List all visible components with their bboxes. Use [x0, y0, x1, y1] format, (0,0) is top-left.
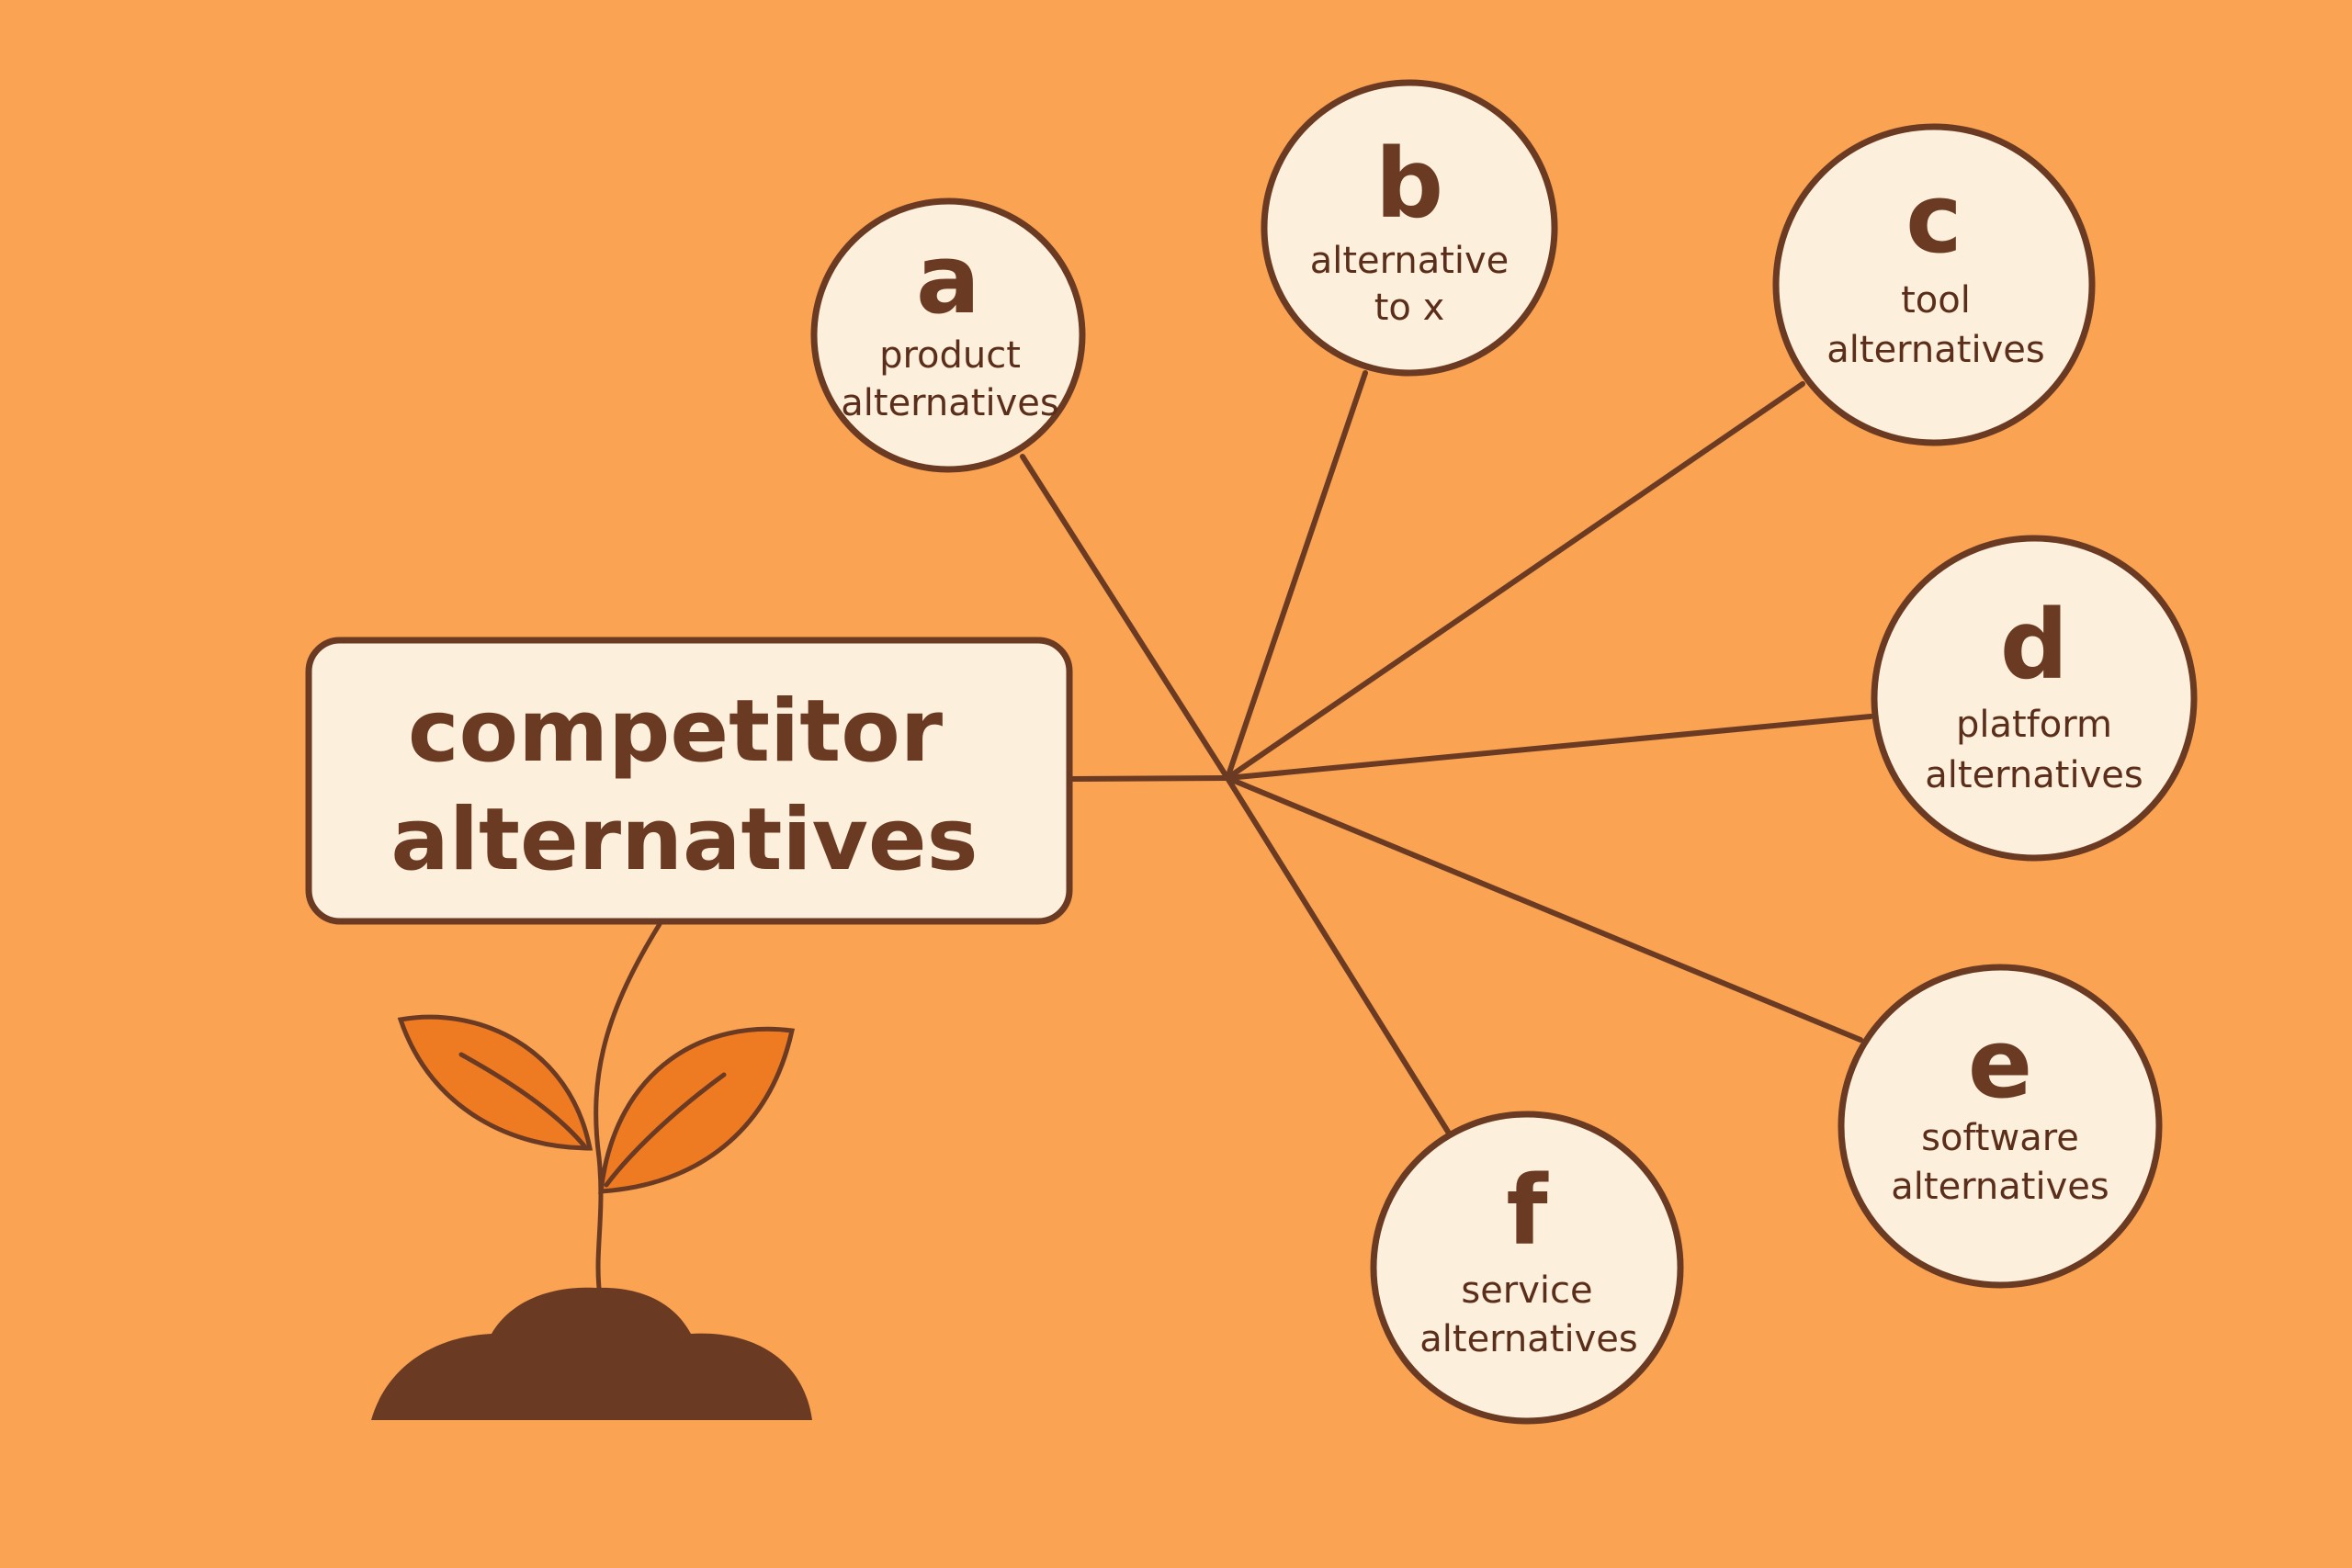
node-b-circle: [1261, 79, 1558, 377]
connector-a: [1020, 454, 1230, 781]
connector-d: [1225, 714, 1873, 781]
central-topic-line2: alternatives: [390, 790, 978, 890]
connector-f: [1225, 775, 1451, 1134]
node-c-label-line2: alternatives: [1826, 329, 2044, 371]
node-a-label-line2: alternatives: [841, 382, 1058, 424]
node-f[interactable]: f service alternatives: [1370, 1111, 1684, 1425]
soil-mound: [371, 1287, 812, 1420]
right-leaf: [598, 1026, 796, 1194]
connector-c: [1225, 381, 1805, 781]
node-b-label-line1: alternative: [1310, 240, 1510, 282]
connector-b: [1225, 370, 1368, 781]
left-leaf-vein: [458, 1052, 589, 1151]
node-c-letter: c: [1905, 163, 1962, 275]
node-f-label-line1: service: [1461, 1269, 1592, 1312]
node-a[interactable]: a product alternatives: [810, 197, 1086, 473]
node-d-letter: d: [2000, 589, 2068, 701]
node-b-letter: b: [1375, 128, 1443, 240]
node-b-label-line2: to x: [1374, 287, 1445, 329]
node-e-circle: [1838, 964, 2163, 1289]
node-f-label-line2: alternatives: [1419, 1318, 1637, 1360]
node-f-circle: [1370, 1111, 1684, 1425]
node-e-label-line2: alternatives: [1891, 1166, 2109, 1208]
left-leaf: [397, 1014, 594, 1151]
sprout-icon: [371, 921, 812, 1420]
node-c-label-line1: tool: [1901, 279, 1971, 321]
central-topic[interactable]: competitor alternatives: [305, 637, 1073, 925]
node-a-circle: [810, 197, 1086, 473]
connectors: [1020, 370, 1873, 1134]
node-a-label-line1: product: [879, 334, 1021, 377]
right-leaf-vein: [604, 1072, 727, 1188]
connector-central: [1070, 775, 1230, 782]
connector-e: [1225, 775, 1863, 1043]
node-e[interactable]: e software alternatives: [1838, 964, 2163, 1289]
node-d-circle: [1871, 535, 2198, 862]
node-c[interactable]: c tool alternatives: [1772, 123, 2096, 446]
node-d[interactable]: d platform alternatives: [1871, 535, 2198, 862]
node-f-letter: f: [1506, 1155, 1549, 1267]
node-d-label-line1: platform: [1956, 704, 2112, 746]
node-d-label-line2: alternatives: [1925, 754, 2143, 796]
node-b[interactable]: b alternative to x: [1261, 79, 1558, 377]
central-topic-box: [305, 637, 1073, 925]
node-e-label-line1: software: [1921, 1117, 2079, 1159]
central-topic-line1: competitor: [408, 682, 944, 782]
sprout-stem: [594, 921, 662, 1291]
node-e-letter: e: [1968, 1008, 2033, 1120]
node-a-letter: a: [916, 223, 980, 335]
node-c-circle: [1772, 123, 2096, 446]
